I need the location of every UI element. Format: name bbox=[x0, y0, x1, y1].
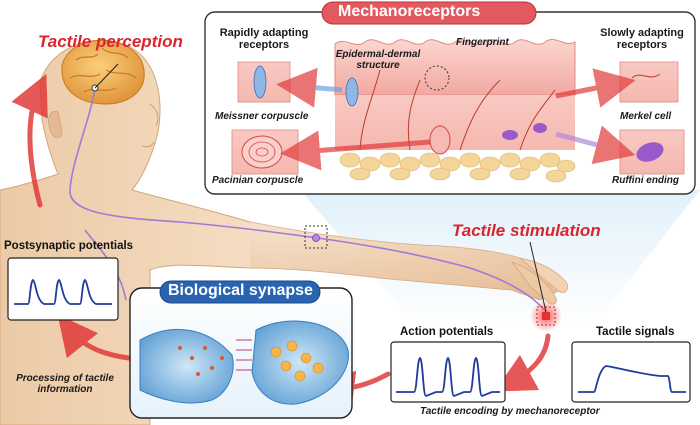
tactile-signals-label: Tactile signals bbox=[596, 326, 675, 338]
pacinian-label: Pacinian corpuscle bbox=[212, 175, 304, 186]
ruffini-label: Ruffini ending bbox=[612, 175, 680, 186]
rapidly-adapting-label: Rapidly adapting receptors bbox=[219, 27, 309, 51]
processing-label: Processing of tactile information bbox=[16, 373, 114, 395]
encoding-label: Tactile encoding by mechanoreceptor bbox=[420, 406, 600, 417]
brain-illustration bbox=[61, 39, 145, 105]
mechanoreceptors-title: Mechanoreceptors bbox=[338, 3, 481, 20]
slowly-adapting-label: Slowly adapting receptors bbox=[600, 27, 684, 51]
action-potentials-panel bbox=[390, 341, 506, 403]
mechanoreceptors-panel bbox=[204, 1, 696, 195]
tactile-stimulation-label: Tactile stimulation bbox=[452, 221, 601, 240]
biological-synapse-title: Biological synapse bbox=[168, 282, 313, 299]
stimulation-spot bbox=[529, 241, 562, 332]
fingerprint-label: Fingerprint bbox=[456, 37, 509, 48]
nerve-zoom-box bbox=[304, 225, 328, 249]
meissner-label: Meissner corpuscle bbox=[215, 111, 309, 122]
epidermal-dermal-label: Epidermal-dermal structure bbox=[335, 49, 421, 71]
postsynaptic-panel bbox=[7, 257, 119, 321]
merkel-label: Merkel cell bbox=[620, 111, 672, 122]
action-potentials-label: Action potentials bbox=[400, 326, 494, 338]
brain-pointer-line bbox=[94, 63, 119, 89]
postsynaptic-label: Postsynaptic potentials bbox=[4, 240, 134, 252]
synapse-panel bbox=[129, 280, 353, 419]
tactile-perception-label: Tactile perception bbox=[38, 32, 183, 51]
nerve-node bbox=[312, 234, 320, 242]
tactile-signals-panel bbox=[571, 341, 691, 403]
